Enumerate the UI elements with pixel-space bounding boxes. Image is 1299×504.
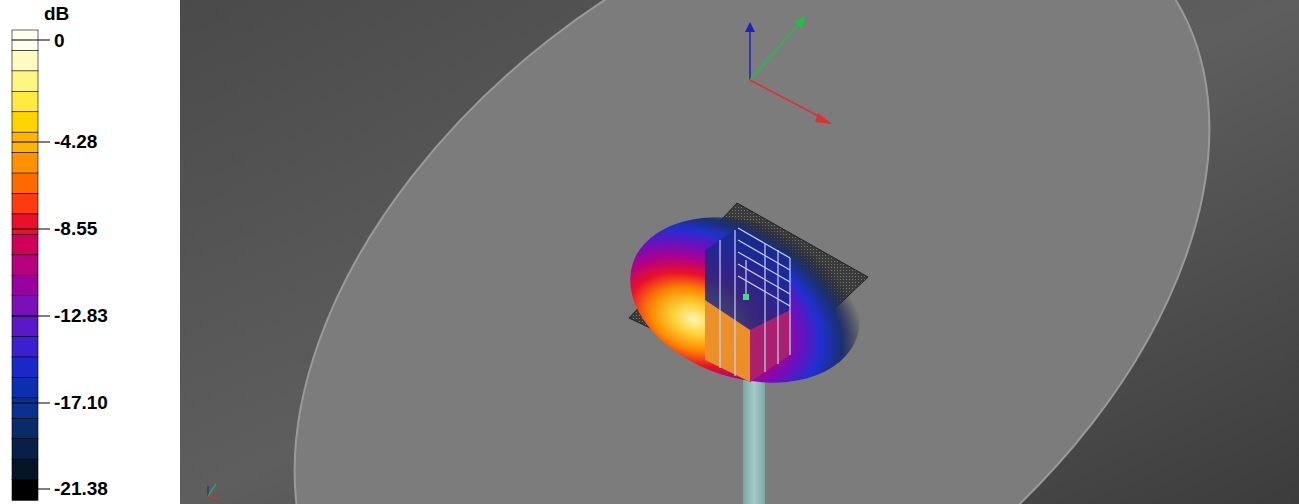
color-band xyxy=(12,234,38,255)
color-band xyxy=(12,153,38,174)
tick-mark xyxy=(12,228,50,229)
color-band xyxy=(12,214,38,235)
zoom-cube xyxy=(705,228,790,382)
color-band xyxy=(12,296,38,317)
legend-panel xyxy=(0,0,180,504)
scale-value: -21.38 xyxy=(54,479,108,498)
color-band xyxy=(12,255,38,276)
probe-pole xyxy=(743,378,765,504)
tick-mark xyxy=(12,39,50,40)
color-band xyxy=(12,50,38,71)
tick-mark xyxy=(12,402,50,403)
color-band xyxy=(12,337,38,358)
tick-mark xyxy=(12,141,50,142)
color-band xyxy=(12,459,38,480)
color-scale-bar xyxy=(12,30,50,500)
tick-mark xyxy=(12,315,50,316)
tick-mark xyxy=(12,488,50,489)
color-band xyxy=(12,439,38,460)
scale-value: 0 xyxy=(54,31,65,50)
scale-value: -12.83 xyxy=(54,306,108,325)
small-axis-triad xyxy=(208,484,219,499)
color-band xyxy=(12,91,38,112)
phantom-shell xyxy=(139,0,1299,504)
color-band xyxy=(12,193,38,214)
color-band xyxy=(12,173,38,194)
scale-value: -8.55 xyxy=(54,219,97,238)
scale-value: -4.28 xyxy=(54,132,97,151)
color-band xyxy=(12,316,38,337)
color-band xyxy=(12,71,38,92)
color-band xyxy=(12,480,38,501)
color-band xyxy=(12,377,38,398)
color-band xyxy=(12,112,38,133)
color-band xyxy=(12,275,38,296)
sar-distribution xyxy=(609,189,882,410)
unit-label: dB xyxy=(44,4,69,23)
color-band xyxy=(12,357,38,378)
color-band xyxy=(12,398,38,419)
color-band xyxy=(12,418,38,439)
scale-value: -17.10 xyxy=(54,393,108,412)
axis-triad xyxy=(745,16,832,124)
